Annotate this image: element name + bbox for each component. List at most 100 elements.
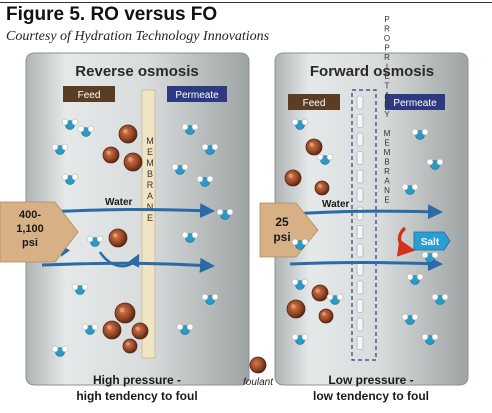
water-molecule (291, 118, 309, 130)
water-molecule (51, 143, 69, 155)
fo-membrane-label: PROPRIETARY MEMBRANE (383, 15, 392, 205)
membrane-cell (356, 114, 364, 128)
foulant-particle (123, 152, 143, 172)
figure-title: Figure 5. RO versus FO (6, 4, 218, 25)
membrane-cell (356, 151, 364, 165)
fo-salt-label: Salt (421, 237, 440, 248)
membrane-cell (356, 169, 364, 184)
water-molecule (71, 283, 89, 295)
water-molecule (291, 278, 309, 290)
ro-flow-arrow-2 (41, 257, 215, 273)
water-molecule (81, 323, 99, 335)
water-molecule (426, 158, 444, 170)
fo-water-label: Water (322, 199, 350, 210)
fo-feed-box (288, 94, 340, 110)
foulant-particle (311, 284, 329, 302)
water-molecule (401, 183, 419, 195)
membrane-cell (356, 336, 364, 350)
ro-panel: Reverse osmosis Feed Permeate MEMBRANE W… (0, 52, 250, 403)
ro-caption-line1: High pressure - (93, 373, 181, 387)
foulant-legend-label: foulant (243, 377, 274, 388)
foulant-particle (108, 228, 128, 248)
ro-title: Reverse osmosis (75, 63, 198, 80)
water-molecule (196, 175, 214, 187)
foulant-particle (318, 308, 334, 324)
ro-permeate-box (167, 86, 227, 102)
fo-pressure-line2: psi (273, 230, 290, 244)
membrane-cell (356, 299, 364, 313)
foulant-particle (314, 180, 330, 196)
foulant-particle (102, 146, 120, 164)
water-molecule (181, 231, 199, 243)
fo-salt-arrow (396, 226, 416, 257)
water-molecule (77, 125, 95, 137)
water-molecule (201, 293, 219, 305)
fo-panel: Forward osmosis Feed Permeate PROPRIETAR… (259, 15, 469, 403)
molecule-group (51, 118, 449, 357)
water-molecule (61, 173, 79, 185)
water-molecule (181, 123, 199, 135)
ro-pressure-line2: 1,100 (16, 223, 44, 235)
water-molecule (176, 323, 194, 335)
ro-pressure-line1: 400- (19, 209, 41, 221)
water-molecule (291, 238, 309, 250)
water-molecule (61, 118, 79, 130)
foulant-group (102, 124, 334, 354)
fo-salt-box (413, 231, 451, 251)
water-molecule (86, 235, 104, 247)
foulant-particle (118, 124, 138, 144)
membrane-cell (356, 243, 364, 258)
water-molecule (216, 208, 234, 220)
ro-membrane-label: MEMBRANE (145, 136, 155, 224)
ro-water-label: Water (105, 197, 133, 208)
foulant-particle (131, 322, 149, 340)
fo-permeate-label: Permeate (393, 98, 437, 109)
membrane-cell (356, 225, 364, 239)
ro-feed-label: Feed (78, 90, 101, 101)
fo-caption-line1: Low pressure - (328, 373, 413, 387)
ro-pressure-arrow (0, 201, 79, 263)
membrane-cell (356, 95, 364, 110)
water-molecule (291, 333, 309, 345)
water-molecule (171, 163, 189, 175)
fo-feed-label: Feed (303, 98, 326, 109)
foulant-legend: foulant (243, 356, 274, 388)
foulant-particle (305, 138, 323, 156)
fo-caption-line2: low tendency to foul (313, 389, 429, 403)
figure-subtitle: Courtesy of Hydration Technology Innovat… (6, 29, 270, 44)
water-molecule (421, 333, 439, 345)
water-molecule (431, 293, 449, 305)
ro-caption-line2: high tendency to foul (76, 389, 197, 403)
fo-pressure-line1: 25 (275, 215, 289, 229)
fo-permeate-box (385, 94, 445, 110)
membrane-cell (356, 132, 364, 147)
water-molecule (51, 345, 69, 357)
foulant-legend-icon (249, 356, 267, 374)
fo-title: Forward osmosis (310, 63, 434, 80)
membrane-cell (356, 206, 364, 221)
ro-reject-arrow (98, 251, 140, 268)
ro-pressure-line3: psi (22, 237, 38, 249)
membrane-cell (356, 317, 364, 332)
fo-membrane-cells (356, 95, 364, 350)
top-rule (0, 2, 492, 3)
water-molecule (201, 143, 219, 155)
membrane-cell (356, 188, 364, 202)
membrane-cell (356, 262, 364, 276)
foulant-particle (102, 320, 122, 340)
ro-feed-box (63, 86, 115, 102)
foulant-particle (122, 338, 138, 354)
water-molecule (406, 273, 424, 285)
foulant-particle (114, 302, 136, 324)
water-molecule (411, 128, 429, 140)
foulant-particle (286, 299, 306, 319)
ro-permeate-label: Permeate (175, 90, 219, 101)
water-molecule (316, 153, 334, 165)
ro-membrane (141, 89, 156, 359)
water-molecule (326, 293, 344, 305)
foulant-particle (284, 169, 302, 187)
fo-flow-arrow-2 (289, 256, 443, 272)
membrane-cell (356, 280, 364, 295)
water-molecule (421, 251, 439, 263)
